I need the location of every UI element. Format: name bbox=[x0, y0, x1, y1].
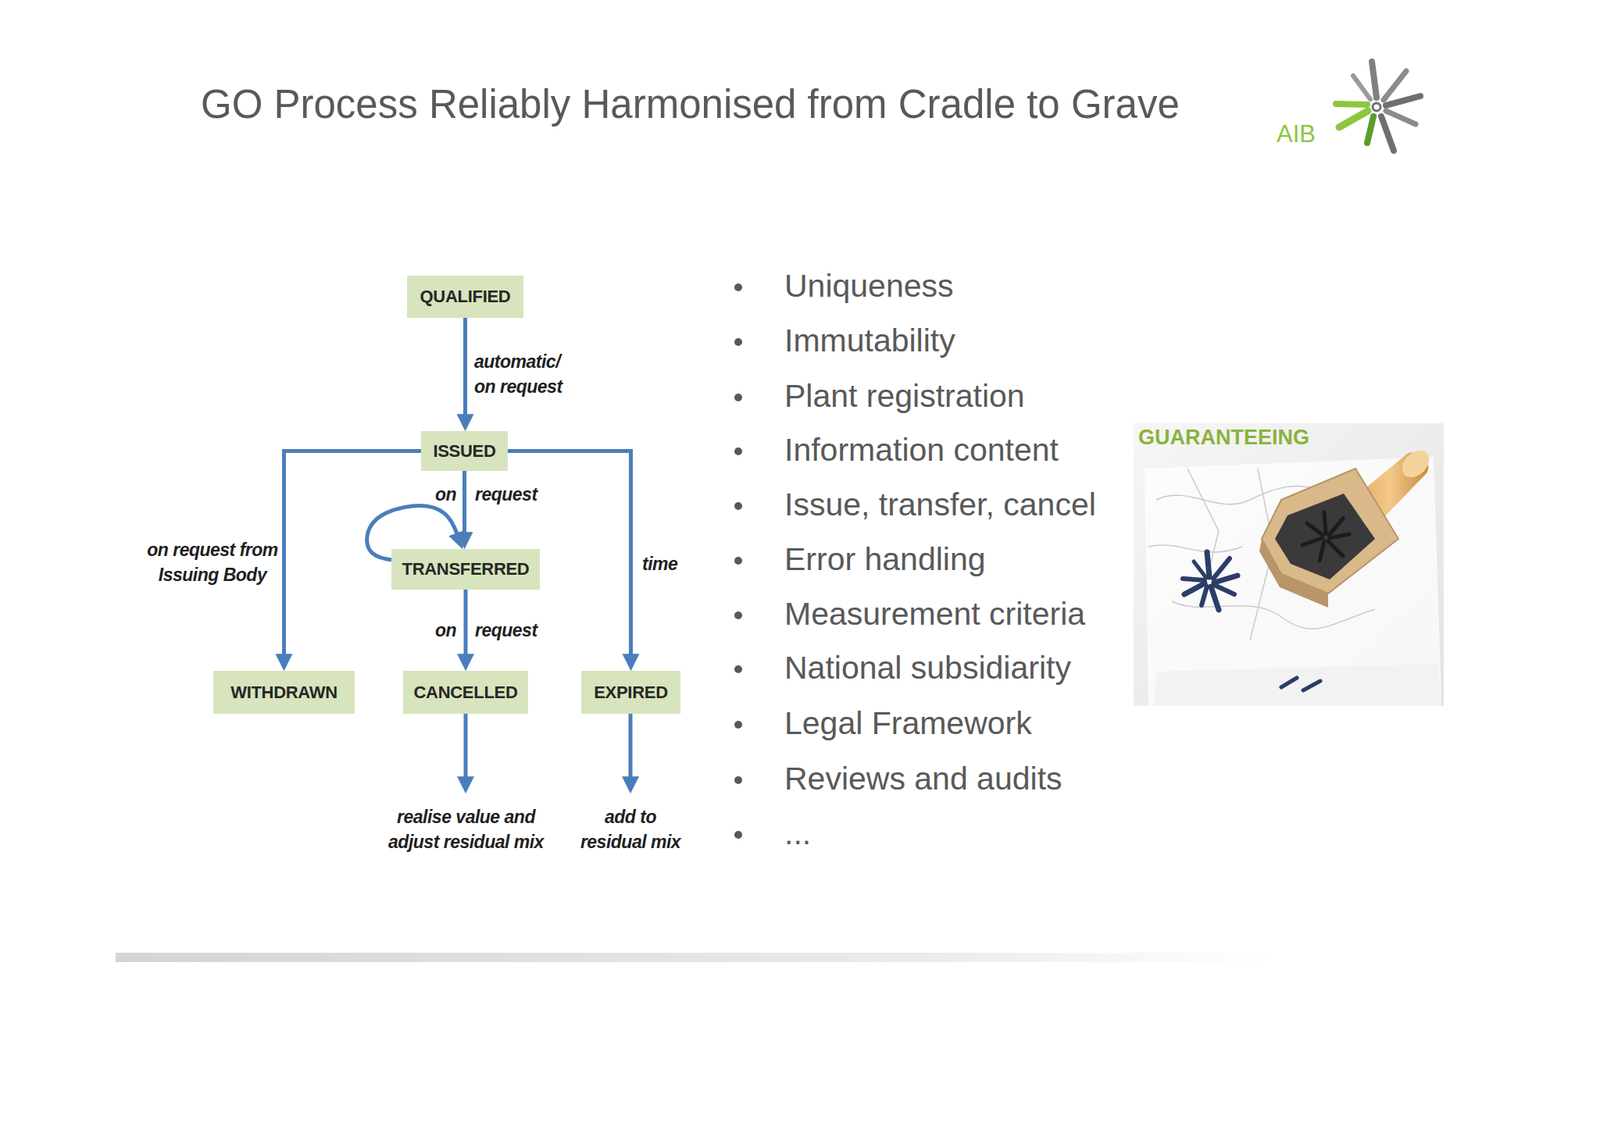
relief-spoke bbox=[1329, 534, 1350, 539]
ink-spoke bbox=[1281, 678, 1321, 691]
logo-spoke bbox=[1371, 61, 1377, 98]
bullet-item: Immutability bbox=[784, 320, 1222, 361]
ink-spoke bbox=[1210, 586, 1219, 611]
state-name: ISSUED bbox=[432, 441, 496, 462]
ink-spoke bbox=[1214, 585, 1235, 595]
bullet-item: Issue, transfer, cancel bbox=[784, 484, 1222, 525]
bullet-item: National subsidiarity bbox=[784, 647, 1222, 689]
bullet-dot bbox=[734, 665, 743, 674]
transition-label: time bbox=[642, 551, 678, 577]
logo-spoke bbox=[1335, 103, 1368, 105]
logo-spoke bbox=[1367, 116, 1374, 143]
bullet-item: Error handling bbox=[784, 539, 1222, 580]
rubber-relief bbox=[1302, 512, 1350, 561]
transition-arrow bbox=[463, 317, 468, 422]
output-arrow bbox=[628, 714, 633, 784]
bullet-item: Plant registration bbox=[784, 375, 1222, 417]
logo-hub bbox=[1372, 103, 1381, 111]
ink-spoke bbox=[1182, 578, 1205, 581]
state-box: TRANSFERRED bbox=[391, 549, 540, 590]
bullet-item: Measurement criteria bbox=[784, 593, 1222, 635]
logo-spoke bbox=[1385, 96, 1421, 106]
bullet-dot bbox=[734, 393, 743, 402]
logo-spoke bbox=[1385, 110, 1416, 125]
bullet-dot bbox=[734, 776, 743, 785]
transition-arrow bbox=[462, 471, 467, 540]
state-box: WITHDRAWN bbox=[213, 671, 355, 715]
logo-spoke bbox=[1383, 71, 1407, 100]
relief-spoke bbox=[1307, 523, 1323, 536]
relief-spoke bbox=[1319, 541, 1325, 561]
paper-sheet bbox=[1154, 664, 1442, 707]
ink-spoke bbox=[1207, 552, 1210, 578]
ink-stamp-mark bbox=[1182, 552, 1238, 611]
ink-spoke bbox=[1193, 561, 1207, 579]
bullet-item: Reviews and audits bbox=[784, 758, 1222, 800]
state-name: QUALIFIED bbox=[420, 286, 511, 308]
bullet-dot bbox=[734, 447, 743, 456]
relief-spoke bbox=[1302, 538, 1322, 546]
bullet-dot bbox=[734, 831, 743, 840]
state-name: CANCELLED bbox=[414, 682, 518, 704]
bullet-item: Legal Framework bbox=[784, 703, 1222, 744]
bullet-dot bbox=[734, 283, 743, 292]
bullet-dot bbox=[734, 502, 743, 511]
state-box: EXPIRED bbox=[581, 671, 681, 715]
bullet-item: Uniqueness bbox=[784, 265, 1222, 307]
bullet-dot bbox=[734, 721, 743, 729]
transition-label: on request from Issuing Body bbox=[138, 537, 287, 588]
bullet-dot bbox=[734, 611, 743, 620]
state-box: ISSUED bbox=[421, 431, 508, 472]
illustration-caption: GUARANTEEING bbox=[1138, 424, 1389, 451]
aib-logo bbox=[1335, 61, 1421, 151]
relief-spoke bbox=[1324, 512, 1326, 534]
transition-label: automatic/ on request bbox=[474, 349, 580, 400]
stamp-rubber bbox=[1275, 493, 1375, 580]
outcome-note: add to residual mix bbox=[571, 804, 690, 855]
state-name: TRANSFERRED bbox=[402, 559, 530, 580]
state-box: QUALIFIED bbox=[407, 275, 524, 318]
ink-spoke bbox=[1184, 583, 1205, 595]
transition-label: on request bbox=[435, 482, 538, 508]
outcome-note: realise value and adjust residual mix bbox=[374, 804, 558, 855]
output-arrow bbox=[464, 714, 468, 784]
footer-rule bbox=[115, 953, 1272, 963]
state-name: WITHDRAWN bbox=[230, 682, 338, 704]
bullet-item: ... bbox=[784, 813, 1222, 854]
bullet-dot bbox=[734, 557, 743, 565]
relief-spoke bbox=[1328, 518, 1343, 536]
logo-spoke bbox=[1353, 75, 1371, 100]
ink-spoke bbox=[1213, 558, 1230, 579]
transition-label: on request bbox=[435, 617, 538, 643]
illustration-background bbox=[1133, 423, 1444, 707]
bullet-dot bbox=[734, 338, 743, 347]
slide-title: GO Process Reliably Harmonised from Crad… bbox=[200, 81, 1180, 128]
stamp-illustration bbox=[1133, 423, 1444, 707]
state-box: CANCELLED bbox=[403, 671, 529, 715]
stamp-handle-end bbox=[1396, 445, 1435, 483]
state-name: EXPIRED bbox=[593, 682, 668, 704]
ink-spoke bbox=[1214, 575, 1238, 583]
relief-spoke bbox=[1328, 541, 1343, 557]
logo-spoke bbox=[1339, 110, 1368, 128]
ink-spoke bbox=[1201, 586, 1208, 606]
logo-text: AIB bbox=[1276, 120, 1347, 149]
logo-spoke bbox=[1381, 116, 1394, 151]
